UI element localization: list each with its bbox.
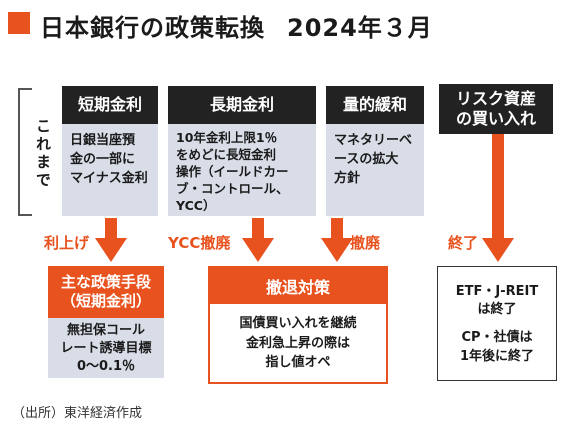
- title-text: 日本銀行の政策転換: [40, 14, 265, 42]
- body-line: マイナス金利: [70, 170, 148, 186]
- arrow-label-ycc-end: YCC撤廃: [168, 234, 231, 252]
- head-line: 主な政策手段: [60, 272, 151, 291]
- body-line: CP・社債は: [461, 330, 533, 346]
- title-date: 2024年３月: [287, 14, 433, 42]
- body-line: ブ・コントロール、: [176, 180, 289, 196]
- body-line: マネタリーベ: [334, 133, 413, 148]
- column-body-qe: マネタリーベ ースの拡大 方針: [326, 124, 424, 216]
- head-line: リスク資産: [455, 89, 536, 108]
- body-line: 指し値オペ: [265, 355, 331, 370]
- page-title: 日本銀行の政策転換 2024年３月: [40, 8, 433, 43]
- end-purchases-box: ETF・J-REIT は終了 CP・社債は 1年後に終了: [437, 266, 557, 381]
- arrow-down-icon: [482, 134, 514, 262]
- body-line: YCC）: [176, 197, 216, 213]
- body-line: をめどに長短金利: [176, 146, 277, 162]
- body-line: は終了: [477, 302, 517, 318]
- head-line: の買い入れ: [455, 109, 536, 128]
- body-line: 10年金利上限1％: [176, 130, 278, 145]
- arrow-down-icon: [321, 218, 353, 262]
- arrow-label-rate-hike: 利上げ: [44, 234, 90, 252]
- body-line: ETF・J-REIT: [455, 284, 539, 299]
- body-line: 国債買い入れを継続: [239, 316, 357, 331]
- body-line: ースの拡大: [334, 151, 399, 167]
- arrow-down-icon: [95, 218, 127, 262]
- arrow-down-icon: [242, 218, 274, 262]
- policy-tool-head: 主な政策手段 （短期金利）: [48, 266, 164, 318]
- body-line: 方針: [334, 170, 361, 186]
- arrow-label-abolish: 撤廃: [350, 234, 381, 252]
- body-line: 1年後に終了: [459, 348, 535, 364]
- exit-measures-body: 国債買い入れを継続 金利急上昇の際は 指し値オペ: [210, 304, 386, 373]
- exit-measures-head: 撤退対策: [210, 268, 386, 304]
- arrow-label-end: 終了: [448, 234, 479, 252]
- body-line: 金の一部に: [70, 151, 136, 167]
- column-body-short-rate: 日銀当座預 金の一部に マイナス金利: [62, 124, 158, 216]
- column-head-long-rate: 長期金利: [168, 86, 316, 124]
- left-bracket: [18, 88, 32, 216]
- body-line: 金利急上昇の際は: [245, 335, 350, 351]
- column-body-long-rate: 10年金利上限1％ をめどに長短金利 操作（イールドカー ブ・コントロール、 Y…: [168, 124, 316, 216]
- body-line: 日銀当座預: [70, 133, 136, 148]
- column-head-qe: 量的緩和: [326, 86, 424, 124]
- column-head-risk-assets: リスク資産 の買い入れ: [439, 84, 553, 134]
- head-line: （短期金利）: [60, 292, 151, 310]
- policy-tool-body: 無担保コール レート誘導目標 0〜0.1％: [48, 318, 164, 378]
- body-line: 操作（イールドカー: [176, 163, 289, 179]
- exit-measures-box: 撤退対策 国債買い入れを継続 金利急上昇の際は 指し値オペ: [208, 266, 388, 384]
- side-label: これまで: [34, 118, 52, 190]
- body-line: 無担保コール: [66, 323, 145, 338]
- column-head-short-rate: 短期金利: [62, 86, 158, 124]
- body-line: レート誘導目標: [60, 341, 152, 357]
- title-marker: [8, 12, 30, 34]
- source-note: （出所）東洋経済作成: [12, 406, 143, 421]
- body-line: 0〜0.1％: [76, 359, 136, 375]
